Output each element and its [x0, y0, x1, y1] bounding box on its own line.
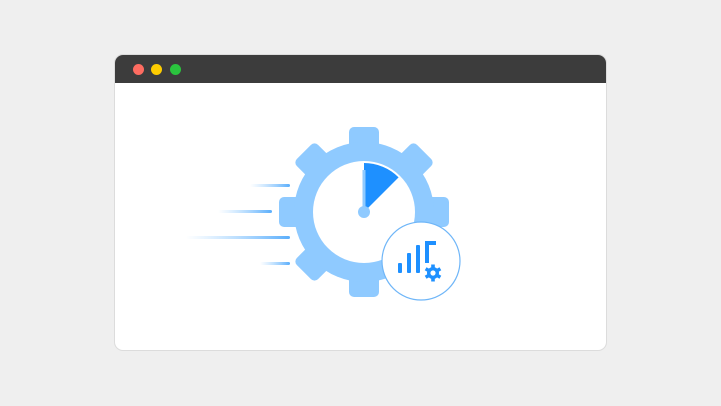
close-window-button[interactable] [133, 64, 144, 75]
browser-window [114, 54, 607, 351]
speed-lines-icon [186, 184, 290, 265]
maximize-window-button[interactable] [170, 64, 181, 75]
minimize-window-button[interactable] [151, 64, 162, 75]
window-titlebar [115, 55, 606, 83]
bar-chart-gear-icon [381, 221, 461, 301]
